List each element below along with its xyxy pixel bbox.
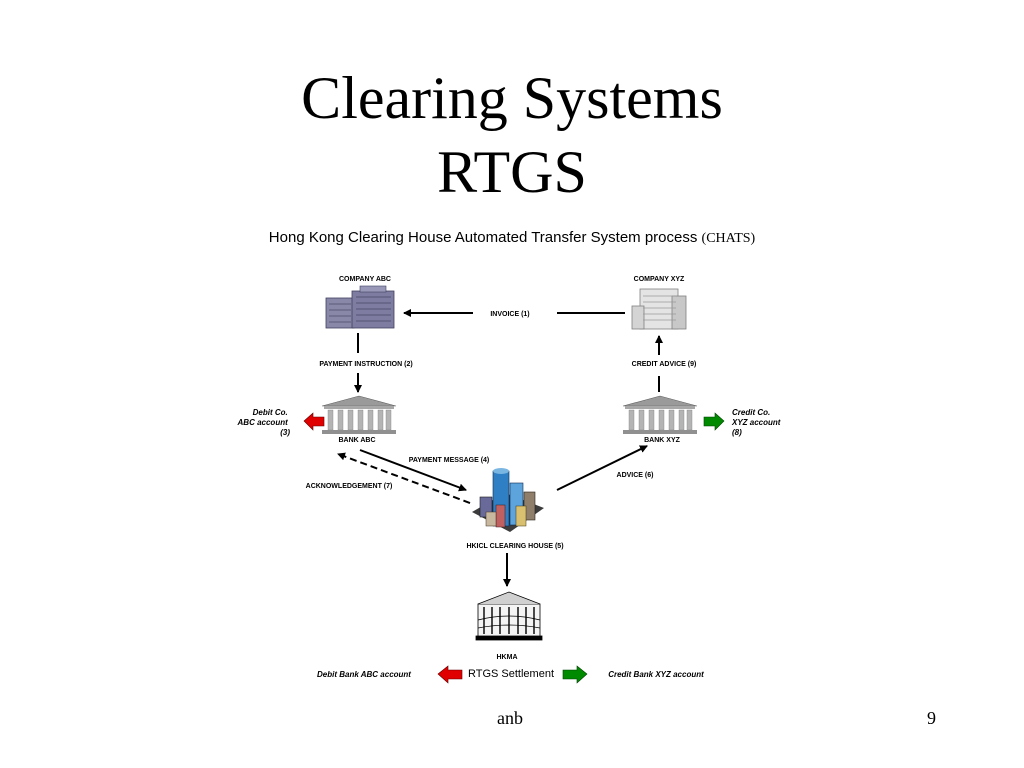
hkma-building-icon — [475, 591, 543, 641]
slide-title-line1: Clearing Systems — [301, 65, 723, 131]
invoice-label: INVOICE (1) — [490, 311, 529, 318]
payment-instruction-label: PAYMENT INSTRUCTION (2) — [319, 361, 412, 368]
payment-message-arrow — [359, 449, 467, 492]
subtitle-paren: (CHATS) — [701, 231, 756, 246]
bank-xyz-icon — [622, 395, 698, 434]
page-number: 9 — [927, 708, 936, 728]
rtgs-settlement-label: RTGS Settlement — [468, 668, 554, 680]
credit-arrow-icon — [703, 412, 725, 431]
rtgs-debit-arrow-icon — [437, 665, 463, 684]
clearing-house-towers-icon — [472, 468, 544, 532]
clearing-house-label: HKICL CLEARING HOUSE (5) — [466, 543, 563, 550]
acknowledgement-arrow — [337, 452, 471, 504]
footer-author: anb — [497, 708, 523, 728]
payment-message-label: PAYMENT MESSAGE (4) — [409, 457, 490, 464]
debit-arrow-icon — [303, 412, 325, 431]
rtgs-credit-arrow-icon — [562, 665, 588, 684]
credit-advice-label: CREDIT ADVICE (9) — [632, 361, 697, 368]
bank-xyz-label: BANK XYZ — [644, 437, 681, 444]
credit-co-xyz-label: Credit Co. XYZ account (8) — [731, 408, 783, 437]
acknowledgement-label: ACKNOWLEDGEMENT (7) — [306, 483, 393, 490]
bank-abc-icon — [321, 395, 397, 434]
slide-title-line2: RTGS — [437, 139, 587, 205]
debit-co-abc-label: Debit Co. ABC account (3) — [237, 408, 291, 437]
hkma-label: HKMA — [497, 654, 518, 661]
credit-bank-xyz-label: Credit Bank XYZ account — [608, 670, 704, 679]
debit-bank-abc-label: Debit Bank ABC account — [317, 670, 411, 679]
advice-arrow — [556, 445, 648, 491]
company-xyz-label: COMPANY XYZ — [634, 276, 685, 283]
advice-label: ADVICE (6) — [617, 472, 654, 479]
slide-subtitle: Hong Kong Clearing House Automated Trans… — [0, 229, 1024, 247]
office-building-xyz-icon — [631, 288, 687, 330]
office-building-abc-icon — [325, 285, 395, 329]
subtitle-main: Hong Kong Clearing House Automated Trans… — [268, 229, 698, 246]
bank-abc-label: BANK ABC — [338, 437, 375, 444]
company-abc-label: COMPANY ABC — [339, 276, 391, 283]
